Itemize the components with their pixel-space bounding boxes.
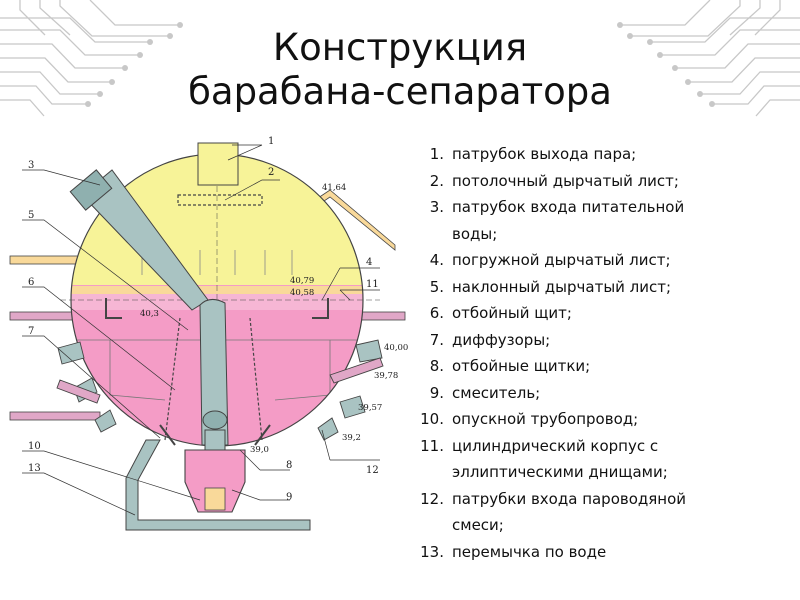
elevation-mark: 40,58: [290, 288, 314, 298]
legend-item: 5. наклонный дырчатый лист;: [414, 274, 794, 301]
legend-number: 4.: [429, 251, 444, 269]
title-line-2: барабана-сепаратора: [188, 70, 612, 113]
callout-11: 11: [366, 279, 379, 290]
legend-item: 1. патрубок выхода пара;: [414, 141, 794, 168]
callout-13: 13: [28, 463, 41, 474]
legend-item: 7. диффузоры;: [414, 327, 794, 354]
callout-9: 9: [286, 492, 292, 503]
elevation-mark: 39,78: [374, 371, 398, 381]
legend-text: смеси;: [452, 516, 504, 534]
legend-text: диффузоры;: [452, 330, 551, 349]
legend-text: воды;: [452, 224, 498, 243]
callout-1: 1: [268, 136, 274, 147]
legend-text: потолочный дырчатый лист;: [452, 171, 679, 190]
elevation-mark: 39,0: [250, 445, 269, 455]
legend-number: 9.: [429, 383, 444, 402]
legend-text: патрубок входа питательной: [452, 198, 685, 216]
legend-number: 10.: [420, 410, 444, 428]
legend-item: 11. цилиндрический корпус с эллиптическими…: [414, 433, 794, 486]
legend-item: 2. потолочный дырчатый лист;: [414, 168, 794, 195]
legend-text: наклонный дырчатый лист;: [452, 277, 672, 296]
title-line-1: Конструкция: [272, 26, 528, 69]
steam-water-inlets-right: [317, 339, 383, 441]
inclined-perforated-sheet: [164, 317, 263, 441]
circuit-decoration: [0, 0, 800, 117]
legend-number: 11.: [420, 436, 444, 455]
downcomer-pipe: [199, 299, 229, 471]
legend-text: отбойный щит;: [452, 304, 572, 322]
component-legend: 1. патрубок выхода пара; 2. потолочный дырч…: [414, 141, 794, 565]
legend-text: патрубки входа пароводяной: [452, 489, 687, 508]
legend-number: 3.: [429, 198, 444, 216]
legend-text: эллиптическими днищами;: [452, 463, 668, 481]
steam-outlet-nozzle: [197, 142, 239, 186]
callout-12: 12: [366, 465, 379, 476]
legend-number: 1.: [429, 145, 444, 163]
drum-separator-diagram: 1 2 3 5 6 7 10 13 4 11 12 8 9 41,64 40,7…: [9, 136, 408, 531]
legend-text: патрубок выхода пара;: [452, 145, 637, 163]
callout-2: 2: [268, 167, 274, 178]
legend-number: 6.: [429, 304, 444, 322]
legend-item: 13. перемычка по воде: [414, 539, 794, 566]
legend-number: 12.: [420, 489, 444, 508]
elevation-mark: 40,79: [290, 276, 314, 286]
elevation-mark: 39,57: [358, 403, 382, 413]
water-jumper-pipe: [125, 439, 311, 531]
legend-number: 8.: [429, 357, 444, 375]
callout-10: 10: [28, 441, 41, 452]
callout-3: 3: [28, 160, 34, 171]
legend-item: 8. отбойные щитки;: [414, 353, 794, 380]
legend-text: смеситель;: [452, 383, 541, 402]
legend-item: 4. погружной дырчатый лист;: [414, 247, 794, 274]
elevation-mark: 40,3: [140, 309, 159, 319]
legend-text: погружной дырчатый лист;: [452, 251, 671, 269]
legend-item: 12. патрубки входа пароводяной смеси;: [414, 486, 794, 539]
submerged-perforated-sheet: [71, 286, 363, 294]
callout-7: 7: [28, 326, 34, 337]
left-pipe-low: [9, 411, 101, 421]
baffle-plates: [159, 424, 271, 446]
legend-number: 13.: [420, 542, 444, 561]
callout-8: 8: [286, 460, 292, 471]
callout-6: 6: [28, 277, 34, 288]
callout-5: 5: [28, 210, 34, 221]
legend-text: отбойные щитки;: [452, 357, 591, 375]
page-title: Конструкция барабана-сепаратора: [0, 26, 800, 114]
legend-text: опускной трубопровод;: [452, 410, 639, 428]
legend-item: 9. смеситель;: [414, 380, 794, 407]
legend-item: 6. отбойный щит;: [414, 300, 794, 327]
elevation-mark: 39,2: [342, 433, 361, 443]
elevation-mark: 40,00: [384, 343, 408, 353]
legend-number: 2.: [429, 171, 444, 190]
callout-4: 4: [366, 257, 372, 268]
legend-text: цилиндрический корпус с: [452, 436, 659, 455]
legend-number: 7.: [429, 330, 444, 349]
legend-item: 10. опускной трубопровод;: [414, 406, 794, 433]
elevation-mark: 41,64: [322, 183, 346, 193]
legend-item: 3. патрубок входа питательной воды;: [414, 194, 794, 247]
mixer: [184, 449, 246, 513]
legend-number: 5.: [429, 277, 444, 296]
legend-text: перемычка по воде: [452, 542, 607, 561]
